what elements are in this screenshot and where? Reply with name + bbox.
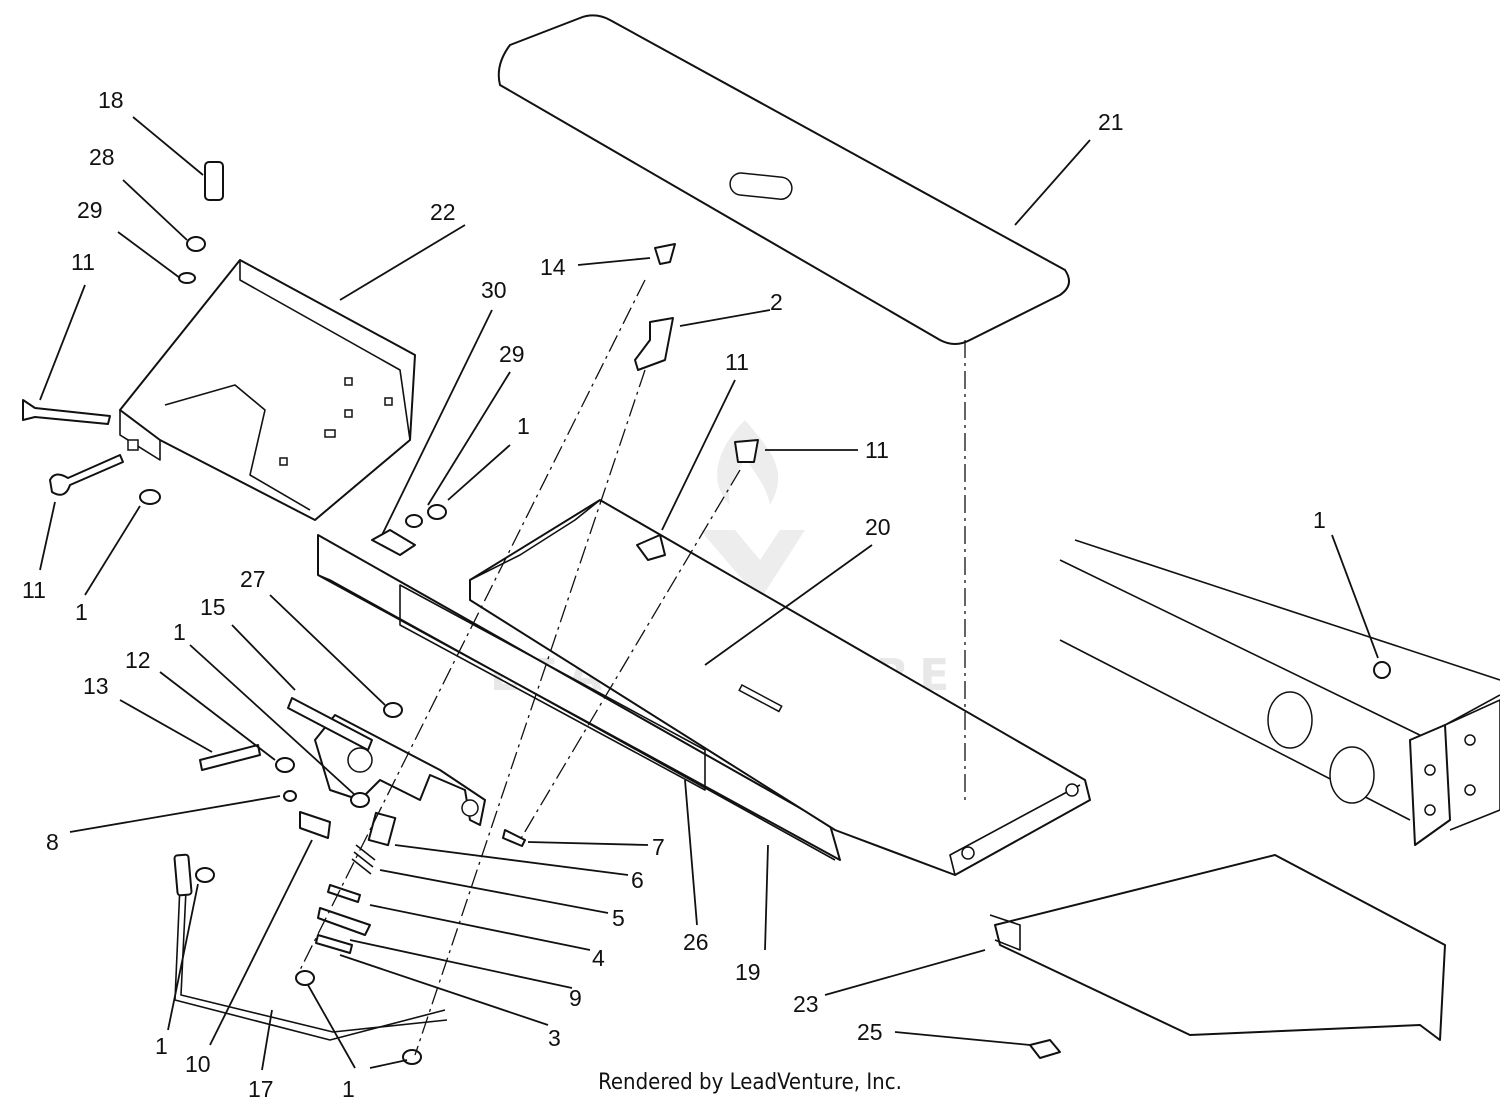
callout-27: 27 bbox=[240, 566, 266, 592]
bolt-13 bbox=[199, 744, 261, 771]
callout-11: 11 bbox=[71, 249, 95, 275]
center-lines bbox=[299, 279, 966, 1056]
callout-25: 25 bbox=[857, 1019, 883, 1045]
callout-labels: 18 28 29 11 22 30 29 14 2 21 11 11 1 11 … bbox=[22, 87, 1326, 1102]
nut-28 bbox=[186, 236, 206, 252]
leadventure-watermark-logo bbox=[700, 420, 805, 600]
nut-1f bbox=[295, 970, 315, 986]
callout-15: 15 bbox=[200, 594, 226, 620]
bolt-14 bbox=[654, 243, 676, 265]
callout-12: 12 bbox=[125, 647, 151, 673]
callout-9: 9 bbox=[569, 985, 582, 1011]
callout-26: 26 bbox=[683, 929, 709, 955]
side-guard-23 bbox=[989, 854, 1446, 1041]
callout-13: 13 bbox=[83, 673, 109, 699]
tray-plate-20 bbox=[469, 499, 1091, 876]
mounting-bar-19 bbox=[317, 534, 841, 861]
bolt-2 bbox=[634, 317, 674, 371]
nut-1a bbox=[139, 489, 161, 505]
callout-5: 5 bbox=[612, 905, 625, 931]
callout-1: 1 bbox=[342, 1076, 355, 1102]
nut-1b bbox=[427, 504, 447, 520]
nut-1g bbox=[402, 1049, 422, 1065]
callout-3: 3 bbox=[548, 1025, 561, 1051]
callout-29: 29 bbox=[499, 341, 525, 367]
carriage-bolt-11b bbox=[49, 454, 124, 496]
callout-1: 1 bbox=[517, 413, 530, 439]
callout-8: 8 bbox=[46, 829, 59, 855]
callout-14: 14 bbox=[540, 254, 566, 280]
washer-29b bbox=[405, 514, 423, 528]
callout-11: 11 bbox=[22, 577, 46, 603]
bolt-11c bbox=[734, 439, 759, 463]
left-bracket-22 bbox=[119, 259, 416, 521]
pivot-bracket-assembly bbox=[299, 714, 486, 954]
washer-29 bbox=[178, 272, 196, 284]
cover-plate-21 bbox=[497, 14, 1070, 345]
nut-8 bbox=[283, 790, 297, 802]
leader-lines bbox=[39, 116, 1379, 1071]
carriage-bolt-11a bbox=[22, 399, 111, 425]
callout-30: 30 bbox=[481, 277, 507, 303]
callout-10: 10 bbox=[185, 1051, 211, 1077]
callout-2: 2 bbox=[770, 289, 783, 315]
bolt-18 bbox=[204, 161, 224, 201]
callout-1: 1 bbox=[75, 599, 88, 625]
callout-11: 11 bbox=[865, 437, 889, 463]
callout-22: 22 bbox=[430, 199, 456, 225]
callout-19: 19 bbox=[735, 959, 761, 985]
callout-18: 18 bbox=[98, 87, 124, 113]
callout-28: 28 bbox=[89, 144, 115, 170]
callout-1: 1 bbox=[173, 619, 186, 645]
rod-17 bbox=[173, 853, 448, 1041]
callout-29: 29 bbox=[77, 197, 103, 223]
washer-12 bbox=[275, 757, 295, 773]
nut-1c bbox=[1373, 661, 1391, 679]
nut-27 bbox=[383, 702, 403, 718]
bolt-25 bbox=[1029, 1039, 1061, 1059]
hardware bbox=[22, 161, 1391, 1065]
callout-6: 6 bbox=[631, 867, 644, 893]
frame-rail bbox=[1059, 539, 1500, 846]
callout-23: 23 bbox=[793, 991, 819, 1017]
callout-7: 7 bbox=[652, 834, 665, 860]
pin-15 bbox=[287, 697, 373, 751]
callout-1: 1 bbox=[155, 1033, 168, 1059]
render-credit: Rendered by LeadVenture, Inc. bbox=[598, 1070, 902, 1095]
nut-1e bbox=[195, 867, 215, 883]
clip-30 bbox=[371, 529, 416, 556]
callout-21: 21 bbox=[1098, 109, 1124, 135]
callout-4: 4 bbox=[592, 945, 605, 971]
bolt-11d bbox=[636, 534, 666, 561]
nut-1d bbox=[350, 792, 370, 808]
callout-11: 11 bbox=[725, 349, 749, 375]
callout-1: 1 bbox=[1313, 507, 1326, 533]
screw-7 bbox=[502, 829, 526, 847]
callout-17: 17 bbox=[248, 1076, 274, 1102]
callout-20: 20 bbox=[865, 514, 891, 540]
